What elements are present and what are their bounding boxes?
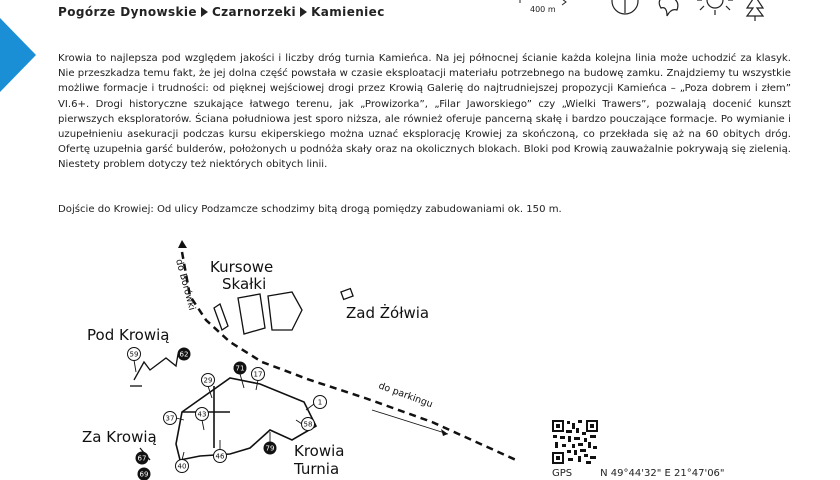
svg-text:71: 71 [236,365,245,373]
crag-description: Krowia to najlepsza pod względem jakości… [58,51,791,173]
parking-pointer-line [371,409,449,435]
route-marker-40: 40 [175,459,189,473]
breadcrumb-arrow-icon [200,7,208,17]
svg-text:46: 46 [216,453,225,461]
svg-text:59: 59 [130,351,139,359]
scale-label: 400 m [530,5,556,14]
breadcrumb-area: Czarnorzeki [211,5,297,19]
route-marker-1: 1 [313,395,327,409]
route-marker-58: 58 [301,417,315,431]
route-marker-79: 79 [263,441,277,455]
route-marker-62: 62 [177,347,191,361]
route-marker-37: 37 [163,411,177,425]
clover-icon [658,0,679,17]
tree-icon [745,0,765,21]
arrow-up-icon [178,240,187,248]
label-kursowe-1: Kursowe [210,258,273,276]
zad-zolwia-rock [340,287,354,301]
svg-text:17: 17 [254,371,263,379]
svg-text:29: 29 [204,377,213,385]
route-marker-67: 67 [135,451,149,465]
marker-pointers [133,359,315,461]
sun-icon [697,0,733,15]
svg-text:67: 67 [138,455,147,463]
route-marker-29: 29 [201,373,215,387]
svg-text:43: 43 [198,411,207,419]
access-note: Dojście do Krowiej: Od ulicy Podzamcze s… [58,204,562,215]
breadcrumb-crag: Kamieniec [311,5,385,19]
label-za-krowia: Za Krowią [82,428,157,446]
road-to-borowki [180,251,517,462]
label-krowia-1: Krowia [294,442,344,460]
breadcrumb-arrow-icon [300,7,308,17]
label-krowia-2: Turnia [293,460,339,478]
label-do-parkingu: do parkingu [377,380,434,410]
description-paragraph: Krowia to najlepsza pod względem jakości… [58,53,791,171]
label-pod-krowia: Pod Krowią [87,326,169,344]
arrow-right-icon [441,429,448,436]
kursowe-rocks [213,291,303,335]
route-marker-46: 46 [213,449,227,463]
route-marker-17: 17 [251,367,265,381]
route-marker-59: 59 [127,347,141,361]
breadcrumb-region: Pogórze Dynowskie [58,5,197,19]
breadcrumb: Pogórze Dynowskie Czarnorzeki Kamieniec [58,5,385,19]
gps-coordinates: N 49°44'32" E 21°47'06" [600,468,725,479]
qr-code[interactable] [552,420,598,464]
gps-label: GPS [552,468,573,479]
label-kursowe-2: Skałki [222,275,266,293]
route-marker-43: 43 [195,407,209,421]
section-tab-arrow [0,18,36,92]
route-marker-71: 71 [233,361,247,375]
info-icons: 400 m [490,0,790,22]
scale-arrow-icon [561,0,567,6]
compass-icon [611,0,639,15]
gps-line: GPS N 49°44'32" E 21°47'06" [552,468,725,479]
approach-map: do Borówki do parkingu Kursowe Skałki Za… [82,240,517,480]
svg-text:69: 69 [140,471,149,479]
label-zad-zolwia: Zad Żółwia [346,303,429,322]
label-do-borowki: do Borówki [173,258,197,312]
svg-text:79: 79 [266,445,275,453]
pod-krowia-rock [133,347,185,381]
route-marker-69: 69 [137,467,151,480]
svg-text:58: 58 [304,421,313,429]
info-icons-graphic [519,0,765,21]
svg-text:37: 37 [166,415,175,423]
svg-text:1: 1 [318,399,322,407]
svg-text:40: 40 [178,463,187,471]
svg-text:62: 62 [180,351,189,359]
